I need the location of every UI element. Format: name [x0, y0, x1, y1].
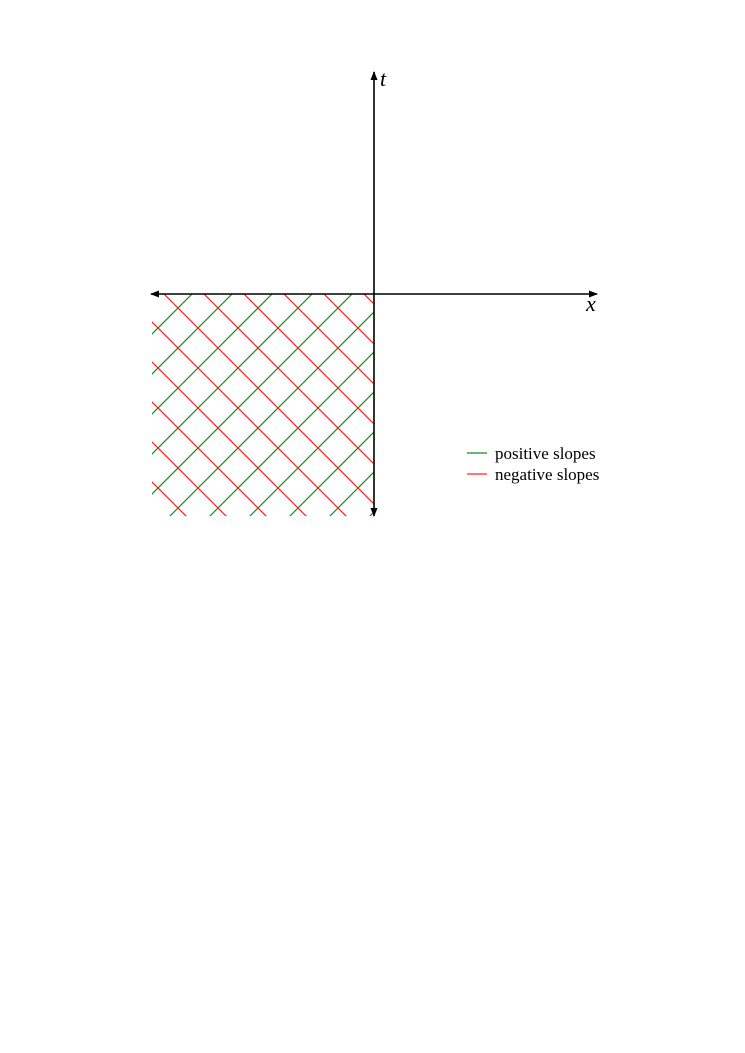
t-axis-label: t — [380, 66, 387, 91]
positive-slope-line — [249, 391, 374, 516]
positive-slope-line — [209, 351, 374, 516]
positive-slope-line — [152, 294, 233, 375]
legend: positive slopes negative slopes — [467, 444, 599, 484]
legend-label-positive: positive slopes — [495, 444, 596, 463]
negative-slope-line — [112, 522, 414, 824]
negative-slope-line — [363, 294, 374, 305]
positive-slope-line — [152, 294, 313, 455]
negative-slope-line — [163, 294, 374, 505]
positive-slope-line — [152, 294, 193, 335]
negative-slope-line — [152, 321, 347, 516]
positive-slope-line — [112, 0, 414, 254]
negative-slope-line — [152, 481, 187, 516]
negative-slope-line — [203, 294, 374, 465]
positive-slope-line — [152, 294, 353, 495]
x-axis-label: x — [585, 291, 596, 316]
legend-label-negative: negative slopes — [495, 465, 599, 484]
negative-slope-line — [283, 294, 374, 385]
negative-slope-line — [243, 294, 374, 425]
positive-slope-line — [112, 512, 414, 814]
positive-slope-line — [152, 294, 153, 295]
negative-slope-line — [323, 294, 374, 345]
negative-slope-line — [152, 441, 227, 516]
positive-slope-line — [369, 511, 374, 516]
positive-slope-line — [289, 431, 374, 516]
positive-slope-line — [169, 311, 374, 516]
negative-slope-line — [112, 2, 414, 304]
negative-slope-line — [112, 482, 414, 784]
hatched-region — [112, 0, 414, 824]
negative-slope-line — [152, 361, 307, 516]
positive-slope-line — [152, 294, 273, 415]
negative-slope-line — [152, 401, 267, 516]
positive-slope-line — [112, 0, 414, 294]
positive-slope-line — [329, 471, 374, 516]
